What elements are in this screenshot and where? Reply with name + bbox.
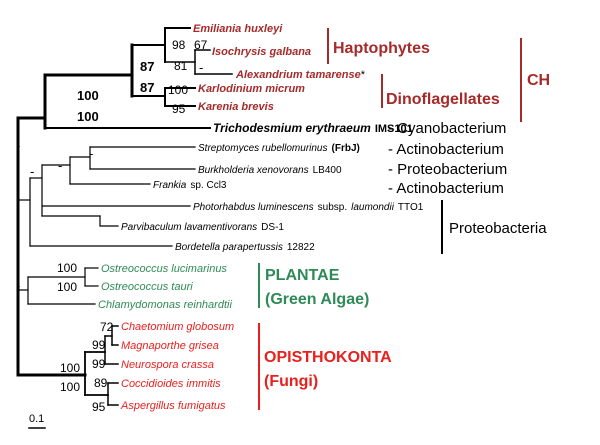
- trichodesmium-name: Trichodesmium erythraeum: [213, 121, 371, 135]
- taxon-ost-tauri: Ostreococcus tauri: [101, 281, 193, 293]
- group-ch: CH: [527, 72, 550, 89]
- bootstrap-values: 98 67 81 87 87 100 95 100 100 100 100 72…: [57, 38, 208, 414]
- group-brackets: [258, 28, 522, 410]
- taxon-chaetomium: Chaetomium globosum: [121, 321, 234, 333]
- taxon-emiliania: Emiliania huxleyi: [193, 23, 283, 35]
- burkholderia-name: Burkholderia xenovorans: [198, 165, 309, 176]
- bootstrap-karlo-karen: 100: [168, 83, 188, 97]
- bootstrap-ch-upper: 100: [77, 88, 99, 103]
- unsupported-marks: - - - - - -: [16, 60, 203, 293]
- trichodesmium-strain: IMS101: [375, 123, 413, 135]
- bootstrap-magnaporthe: 99: [92, 338, 106, 352]
- taxon-karlodinium: Karlodinium micrum: [198, 83, 305, 95]
- bootstrap-fungi-root-lower: 100: [60, 380, 80, 394]
- parvibaculum-branch: [99, 215, 119, 227]
- dash-alexandrium: -: [199, 60, 203, 75]
- taxon-karenia: Karenia brevis: [198, 101, 274, 113]
- taxon-neurospora: Neurospora crassa: [121, 359, 214, 371]
- bootstrap-emi-iso-inner: 67: [194, 38, 208, 52]
- photorhabdus-strain: TTO1: [398, 202, 424, 213]
- bootstrap-aspergillus: 95: [92, 400, 106, 414]
- bootstrap-ost-lucimarinus: 100: [57, 261, 77, 275]
- dash-plantae: -: [16, 278, 20, 293]
- lineage-actinobacterium-1: - Actinobacterium: [388, 141, 504, 158]
- alexandrium-asterisk: *: [361, 69, 366, 81]
- parvibaculum-strain: DS-1: [261, 222, 284, 233]
- group-fungi: (Fungi): [264, 373, 318, 390]
- bootstrap-chaetomium: 72: [100, 320, 114, 334]
- alexandrium-name: Alexandrium tamarense: [235, 69, 361, 81]
- group-proteobacteria: Proteobacteria: [449, 220, 547, 237]
- photorhabdus-name: Photorhabdus luminescens: [193, 202, 314, 213]
- bootstrap-coccidioides: 89: [94, 376, 108, 390]
- bootstrap-karenia: 95: [172, 102, 186, 116]
- scale-bar-label: 0.1: [29, 413, 44, 425]
- taxon-chlamydomonas: Chlamydomonas reinhardtii: [98, 299, 232, 311]
- lineage-proteobacterium: - Proteobacterium: [388, 161, 507, 178]
- dash-root: -: [16, 138, 20, 153]
- frankia-strain: sp. Ccl3: [190, 180, 227, 191]
- bootstrap-hapto-dino-upper: 87: [140, 59, 154, 74]
- bootstrap-ch-lower: 100: [77, 109, 99, 124]
- dash-strepto-burk: -: [89, 146, 93, 161]
- bordetella-strain: 12822: [287, 242, 315, 253]
- bootstrap-ost-tauri: 100: [57, 280, 77, 294]
- bordetella-name: Bordetella parapertussis: [175, 242, 283, 253]
- bootstrap-fungi-root-upper: 100: [60, 361, 80, 375]
- taxon-streptomyces: Streptomyces rubellomurinus (FrbJ): [198, 143, 360, 154]
- taxon-magnaporthe: Magnaporthe grisea: [121, 340, 219, 352]
- taxon-trichodesmium: Trichodesmium erythraeum IMS101: [213, 121, 413, 135]
- photorhabdus-subspecies: laumondii: [351, 202, 395, 213]
- bootstrap-neurospora: 99: [92, 357, 106, 371]
- parvibaculum-name: Parvibaculum lavamentivorans: [121, 222, 257, 233]
- group-dinoflagellates: Dinoflagellates: [386, 91, 500, 108]
- group-green-algae: (Green Algae): [265, 291, 369, 308]
- group-opisthokonta: OPISTHOKONTA: [264, 349, 392, 366]
- taxon-parvibaculum: Parvibaculum lavamentivorans DS-1: [121, 222, 284, 233]
- taxon-burkholderia: Burkholderia xenovorans LB400: [198, 165, 342, 176]
- group-plantae: PLANTAE: [265, 267, 340, 284]
- group-labels: Haptophytes Dinoflagellates CH - Cyanoba…: [264, 40, 550, 390]
- taxon-alexandrium: Alexandrium tamarense*: [235, 69, 366, 81]
- streptomyces-gene: (FrbJ): [332, 143, 360, 154]
- lineage-cyanobacterium: - Cyanobacterium: [388, 120, 506, 137]
- photorhabdus-subsp: subsp.: [318, 202, 347, 213]
- tree-branches: [16, 27, 233, 429]
- taxon-aspergillus: Aspergillus fumigatus: [120, 400, 226, 412]
- taxon-bordetella: Bordetella parapertussis 12822: [175, 242, 315, 253]
- bootstrap-iso-alex: 81: [174, 59, 188, 73]
- frankia-name: Frankia: [153, 180, 187, 191]
- bootstrap-hapto-dino-lower: 87: [140, 80, 154, 95]
- taxon-coccidioides: Coccidioides immitis: [121, 378, 221, 390]
- burkholderia-strain: LB400: [313, 165, 342, 176]
- dash-bac-core: -: [58, 158, 62, 173]
- lineage-actinobacterium-2: - Actinobacterium: [388, 180, 504, 197]
- group-haptophytes: Haptophytes: [333, 40, 430, 57]
- bootstrap-emi-iso: 98: [172, 38, 186, 52]
- taxon-labels: Emiliania huxleyi Isochrysis galbana Ale…: [98, 23, 424, 412]
- dash-bacteria: -: [30, 164, 34, 179]
- streptomyces-name: Streptomyces rubellomurinus: [198, 143, 328, 154]
- taxon-isochrysis: Isochrysis galbana: [212, 46, 311, 58]
- taxon-ost-lucimarinus: Ostreococcus lucimarinus: [101, 263, 227, 275]
